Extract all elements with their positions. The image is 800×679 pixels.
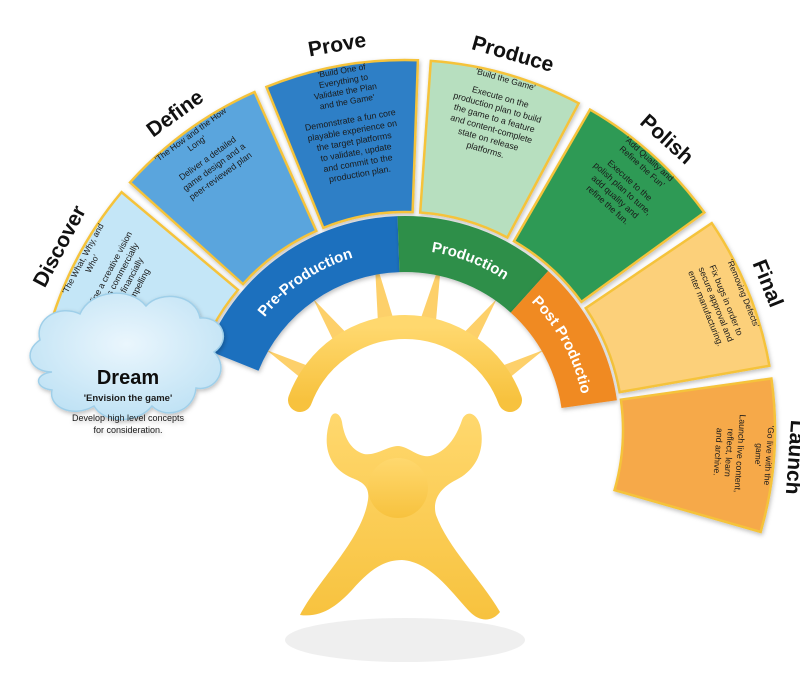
- stage-description-launch-line-2: reflect, learn: [723, 428, 736, 477]
- stage-panel-shape: [613, 377, 777, 534]
- stage-text-produce: 'Build the Game'Execute on theproduction…: [449, 66, 542, 160]
- stage-title-prove: Prove: [306, 29, 367, 62]
- stage-panel-shape: [583, 221, 771, 394]
- stage-panel-final: 'Removing Defects'Fix bugs in order tose…: [583, 221, 771, 394]
- figure-shadow: [285, 618, 525, 662]
- dream-cloud: Dream 'Envision the game' Develop high l…: [29, 292, 225, 435]
- sun-ray: [313, 298, 348, 343]
- dream-tagline: 'Envision the game': [84, 393, 172, 404]
- dream-description-line-2: for consideration.: [93, 425, 162, 435]
- band-shape: [510, 270, 617, 409]
- stage-panel-produce: 'Build the Game'Execute on theproduction…: [418, 59, 581, 240]
- stage-panel-shape: [128, 90, 318, 286]
- stage-tagline-launch-line-1: 'Go live with the: [762, 425, 776, 486]
- stage-title-launch: Launch: [781, 419, 800, 495]
- band-shape: [397, 216, 549, 313]
- figure-head: [368, 458, 428, 518]
- stage-tagline-launch-line-2: game': [753, 443, 765, 467]
- stage-panel-shape: [264, 58, 420, 230]
- dream-title: Dream: [97, 367, 159, 389]
- stage-panel-shape: [418, 59, 581, 240]
- stage-description-launch-line-3: and archive.: [712, 428, 725, 477]
- stage-panel-shape: [512, 107, 707, 304]
- band-shape: [206, 216, 400, 371]
- band-production: Production: [397, 216, 549, 313]
- dream-description-line-1: Develop high level concepts: [72, 413, 185, 423]
- sun-figure-illustration: [266, 257, 544, 662]
- dream-cloud-shape: [29, 292, 225, 421]
- sun-halo-arc: [288, 315, 522, 412]
- sun-ray: [462, 298, 497, 343]
